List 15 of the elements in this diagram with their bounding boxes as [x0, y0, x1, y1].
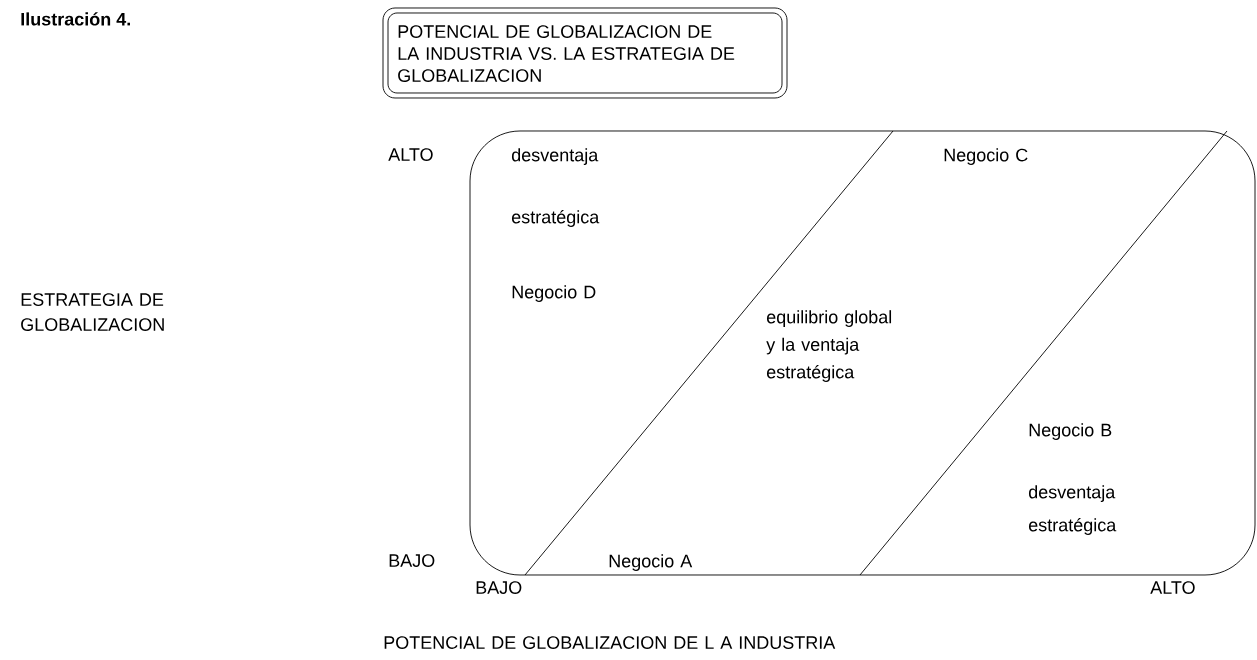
business-label: Negocio A [609, 554, 693, 571]
title-box: POTENCIAL DE GLOBALIZACION DE LA INDUSTRIA VS. LA ESTRATEGIA DE GLOBALIZACION [382, 7, 788, 99]
business-label: Negocio B [1029, 423, 1112, 440]
region-label: desventaja estratégica [1028, 485, 1117, 535]
business-label: Negocio D [512, 285, 596, 302]
axis-value: BAJO [476, 581, 522, 594]
figure-title: Ilustración 4. [21, 12, 130, 26]
region-label: desventaja estratégica [511, 148, 600, 227]
business-label: Negocio C [944, 148, 1028, 165]
axis-title: ESTRATEGIA DE GLOBALIZACION [21, 293, 164, 331]
region-label: equilibrio global y la ventaja estratégica [766, 310, 892, 382]
axis-title: POTENCIAL DE GLOBALIZACION DE L A INDUSTRIA [384, 636, 836, 649]
axis-value: ALTO [388, 148, 433, 161]
axis-value: ALTO [1150, 581, 1195, 594]
axis-value: BAJO [389, 554, 435, 567]
